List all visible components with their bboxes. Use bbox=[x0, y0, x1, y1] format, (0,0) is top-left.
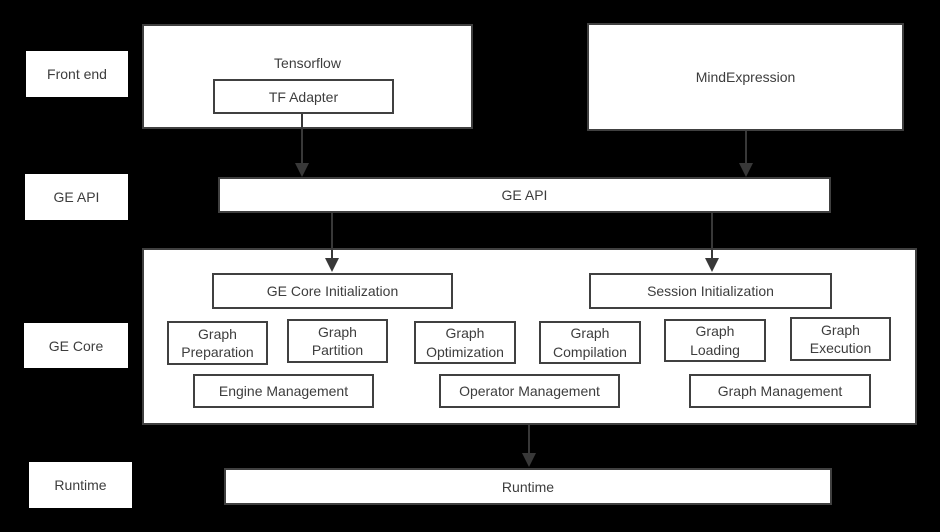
graph-optimization-label: Graph Optimization bbox=[426, 325, 504, 360]
graph-preparation-box: Graph Preparation bbox=[167, 321, 268, 365]
layer-label-ge-api: GE API bbox=[25, 174, 128, 220]
tf-adapter-box: TF Adapter bbox=[213, 79, 394, 114]
graph-loading-label: Graph Loading bbox=[690, 323, 740, 358]
graph-execution-label: Graph Execution bbox=[809, 321, 872, 356]
graph-preparation-label: Graph Preparation bbox=[181, 325, 254, 360]
graph-management-label: Graph Management bbox=[717, 383, 843, 399]
layer-label-front-end: Front end bbox=[26, 51, 128, 97]
tensorflow-box: Tensorflow TF Adapter bbox=[142, 24, 473, 129]
operator-management-box: Operator Management bbox=[439, 374, 620, 408]
graph-execution-box: Graph Execution bbox=[790, 317, 891, 361]
ge-core-initialization-label: GE Core Initialization bbox=[266, 283, 399, 299]
layer-label-ge-core: GE Core bbox=[24, 323, 128, 368]
engine-management-box: Engine Management bbox=[193, 374, 374, 408]
ge-core-initialization-box: GE Core Initialization bbox=[212, 273, 453, 309]
operator-management-label: Operator Management bbox=[459, 383, 600, 399]
graph-optimization-box: Graph Optimization bbox=[414, 321, 516, 364]
mindexpression-label: MindExpression bbox=[695, 69, 796, 85]
session-initialization-box: Session Initialization bbox=[589, 273, 832, 309]
graph-loading-box: Graph Loading bbox=[664, 319, 766, 362]
graph-management-box: Graph Management bbox=[689, 374, 871, 408]
arrow-mindexpression-to-ge-api bbox=[739, 131, 753, 177]
runtime-bar-label: Runtime bbox=[501, 478, 555, 495]
graph-partition-box: Graph Partition bbox=[287, 319, 388, 363]
graph-compilation-box: Graph Compilation bbox=[539, 321, 641, 364]
graph-partition-label: Graph Partition bbox=[311, 323, 364, 358]
mindexpression-box: MindExpression bbox=[587, 23, 904, 131]
layer-label-runtime: Runtime bbox=[29, 462, 132, 508]
tensorflow-label: Tensorflow bbox=[274, 55, 341, 71]
arrow-ge-core-to-runtime bbox=[522, 425, 536, 467]
session-initialization-label: Session Initialization bbox=[647, 283, 774, 299]
engine-management-label: Engine Management bbox=[218, 383, 349, 399]
graph-compilation-label: Graph Compilation bbox=[553, 325, 627, 360]
tf-adapter-label: TF Adapter bbox=[268, 88, 339, 105]
runtime-bar: Runtime bbox=[224, 468, 832, 505]
ge-core-box: GE Core Initialization Session Initializ… bbox=[142, 248, 917, 425]
ge-api-bar: GE API bbox=[218, 177, 831, 213]
ge-api-bar-label: GE API bbox=[501, 187, 548, 203]
